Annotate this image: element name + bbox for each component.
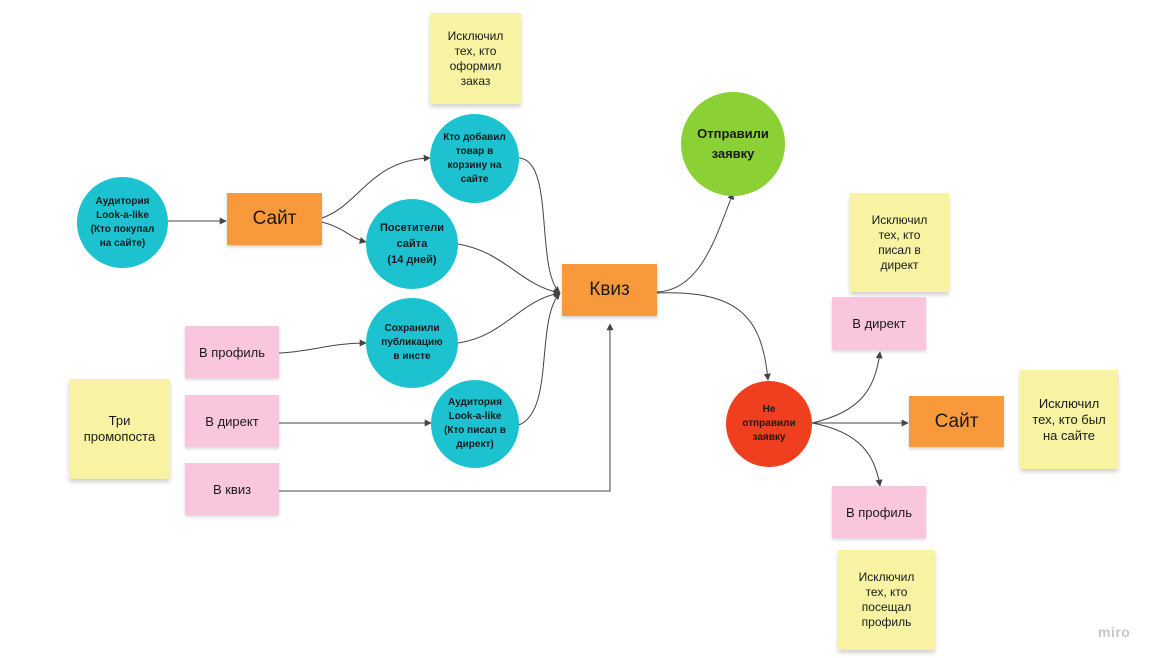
edge-cart-to-main bbox=[518, 157, 561, 294]
node-sent-request[interactable]: Отправили заявку bbox=[681, 92, 785, 196]
edge-main-to-sent bbox=[656, 192, 735, 293]
sticky-excluded-site[interactable]: Исключил тех, кто был на сайте bbox=[1020, 370, 1118, 469]
node-site-visitors[interactable]: Посетители сайта (14 дней) bbox=[366, 199, 458, 289]
button-to-direct-right[interactable]: В директ bbox=[832, 297, 926, 350]
edge-profile-to-saved bbox=[278, 339, 367, 354]
edge-visitors-to-main bbox=[457, 243, 561, 296]
button-to-profile-left[interactable]: В профиль bbox=[185, 326, 279, 378]
edge-site-to-visitors bbox=[321, 221, 367, 244]
button-to-profile-right[interactable]: В профиль bbox=[832, 486, 926, 538]
button-to-direct-left[interactable]: В директ bbox=[185, 395, 279, 447]
node-quiz-main[interactable]: Квиз bbox=[562, 264, 657, 316]
node-audience-direct[interactable]: Аудитория Look-a-like (Кто писал в дирек… bbox=[431, 380, 519, 468]
sticky-excluded-direct[interactable]: Исключил тех, кто писал в директ bbox=[850, 193, 949, 292]
node-added-cart[interactable]: Кто добавил товар в корзину на сайте bbox=[430, 114, 519, 203]
miro-logo: miro bbox=[1098, 624, 1131, 640]
edge-notsent-to-profile bbox=[811, 422, 883, 487]
edge-main-to-notsent bbox=[656, 292, 771, 381]
node-site-left[interactable]: Сайт bbox=[227, 193, 322, 245]
sticky-three-promo-posts[interactable]: Три промопоста bbox=[69, 379, 170, 479]
edge-audience-direct-to-main bbox=[518, 292, 561, 426]
node-audience-site[interactable]: Аудитория Look-a-like (Кто покупал на са… bbox=[77, 177, 168, 268]
node-saved-publication[interactable]: Сохранили публикацию в инсте bbox=[366, 298, 458, 388]
edge-notsent-to-direct bbox=[811, 351, 883, 424]
button-to-quiz-left[interactable]: В квиз bbox=[185, 463, 279, 515]
sticky-excluded-order[interactable]: Исключил тех, кто оформил заказ bbox=[430, 13, 521, 104]
node-not-sent-request[interactable]: Не отправили заявку bbox=[726, 381, 812, 467]
sticky-excluded-profile[interactable]: Исключил тех, кто посещал профиль bbox=[838, 550, 935, 650]
edge-saved-to-main bbox=[457, 290, 561, 344]
node-site-right[interactable]: Сайт bbox=[909, 396, 1004, 447]
